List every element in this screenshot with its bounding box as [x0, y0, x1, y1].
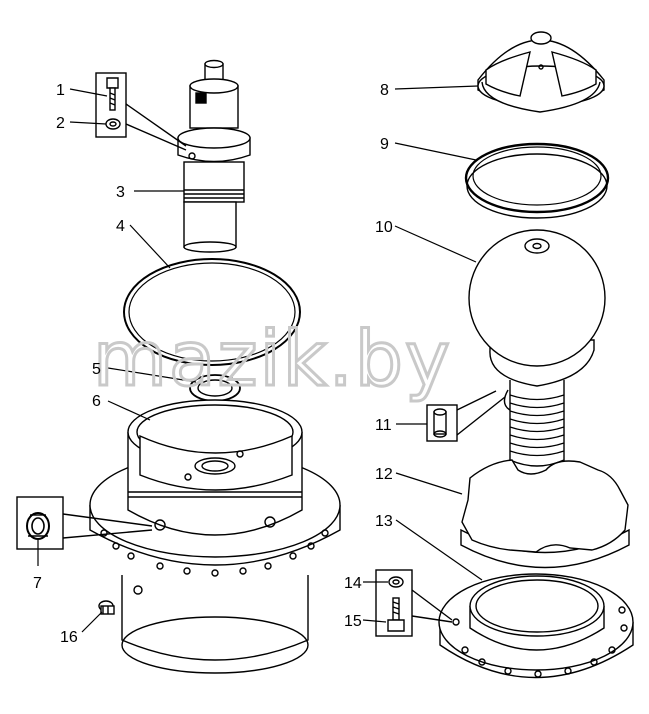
callout-11: 11 — [375, 417, 392, 434]
part-4-oring — [123, 258, 301, 366]
callout-13: 13 — [375, 513, 393, 530]
callout-3: 3 — [116, 184, 125, 201]
callout-8: 8 — [380, 82, 389, 99]
part-3-shaft — [177, 59, 251, 253]
callout-15: 15 — [344, 613, 362, 630]
callout-10: 10 — [375, 219, 393, 236]
part-7-nut — [26, 512, 50, 540]
part-6-housing — [89, 399, 341, 674]
part-16-plug — [98, 600, 115, 615]
part-11-pin — [426, 390, 506, 442]
part-11-frame — [426, 404, 458, 442]
parts-14-15-group — [375, 569, 453, 637]
housing-bolt-holes — [100, 529, 329, 577]
part-8-cap — [477, 31, 605, 113]
part-13-flange — [438, 573, 634, 679]
callout-12: 12 — [375, 466, 393, 483]
callout-5: 5 — [92, 361, 101, 378]
flange-bolt-holes — [452, 606, 628, 678]
callout-4: 4 — [116, 218, 125, 235]
callout-1: 1 — [56, 82, 65, 99]
part-15-bolt — [387, 597, 405, 632]
callout-9: 9 — [380, 136, 389, 153]
part-12-plate — [460, 459, 630, 569]
parts-14-15-frame — [375, 569, 413, 637]
part-7-frame — [16, 496, 64, 550]
leader-lines — [37, 85, 483, 633]
part-9-seal — [464, 142, 610, 219]
callout-7: 7 — [33, 575, 42, 592]
part-2-washer — [105, 118, 121, 130]
part-1-bolt — [106, 77, 119, 111]
callout-16: 16 — [60, 629, 78, 646]
callout-labels: 1 2 3 4 5 6 7 8 9 10 11 12 13 14 15 16 — [33, 82, 393, 646]
callout-2: 2 — [56, 115, 65, 132]
part-10-ball — [468, 229, 606, 467]
callout-6: 6 — [92, 393, 101, 410]
part-14-washer — [388, 576, 404, 588]
part-7-group — [16, 496, 153, 550]
watermark-text: mazik.by — [93, 314, 452, 403]
callout-14: 14 — [344, 575, 362, 592]
parts-1-2-group — [95, 72, 187, 151]
parts-1-2-frame — [95, 72, 127, 138]
